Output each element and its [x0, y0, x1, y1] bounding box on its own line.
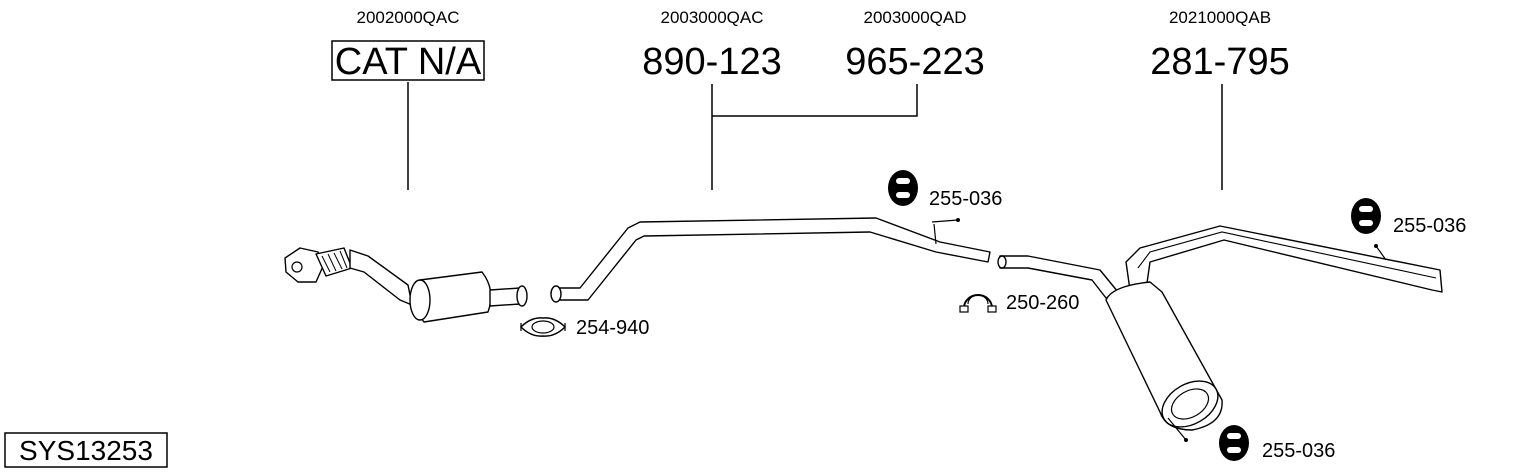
- part-number: 281-795: [1150, 41, 1289, 83]
- fitting-clamp-254-940[interactable]: 254-940: [519, 317, 649, 339]
- fitting-clamp-250-260[interactable]: 250-260: [959, 292, 1079, 314]
- fitting-hanger-2[interactable]: 255-036: [1351, 198, 1466, 237]
- oe-number: 2021000QAB: [1169, 8, 1271, 27]
- part-number: 890-123: [642, 41, 781, 83]
- rubber-hanger-icon: [1351, 198, 1381, 234]
- oe-number: 2003000QAC: [660, 8, 763, 27]
- gasket-clamp-icon: [519, 317, 567, 337]
- fitting-hanger-1[interactable]: 255-036: [888, 170, 1002, 210]
- catalytic-converter[interactable]: [284, 247, 528, 323]
- part-number: 254-940: [576, 317, 649, 339]
- oe-number: 2002000QAC: [356, 8, 459, 27]
- bracket-leader: [711, 84, 918, 190]
- system-code: SYS13253: [4, 432, 168, 468]
- rear-silencer[interactable]: [997, 225, 1443, 442]
- callout-front-pipe[interactable]: 2003000QAC 890-123: [642, 8, 781, 83]
- rubber-hanger-icon: [888, 170, 918, 206]
- flange: [284, 247, 325, 283]
- callout-front-pipe-alt[interactable]: 2003000QAD 965-223: [845, 8, 984, 83]
- part-number: 250-260: [1006, 292, 1079, 314]
- unavailable-box: [331, 40, 485, 81]
- front-pipe[interactable]: [550, 217, 991, 303]
- pipe-clamp-icon: [959, 294, 997, 313]
- part-number: 255-036: [1393, 215, 1466, 237]
- fitting-hanger-3[interactable]: 255-036: [1219, 425, 1335, 462]
- flex-joint: [315, 247, 353, 277]
- part-number: 965-223: [845, 41, 984, 83]
- system-code-label: SYS13253: [19, 435, 153, 466]
- rubber-hanger-icon: [1219, 425, 1249, 461]
- oe-number: 2003000QAD: [863, 8, 966, 27]
- callout-catalyst[interactable]: 2002000QAC CAT N/A: [331, 8, 485, 190]
- part-number: 255-036: [1262, 440, 1335, 462]
- system-code-box: [4, 432, 168, 468]
- part-number: CAT N/A: [335, 41, 482, 83]
- part-number: 255-036: [929, 188, 1002, 210]
- callout-rear-silencer[interactable]: 2021000QAB 281-795: [1150, 8, 1290, 190]
